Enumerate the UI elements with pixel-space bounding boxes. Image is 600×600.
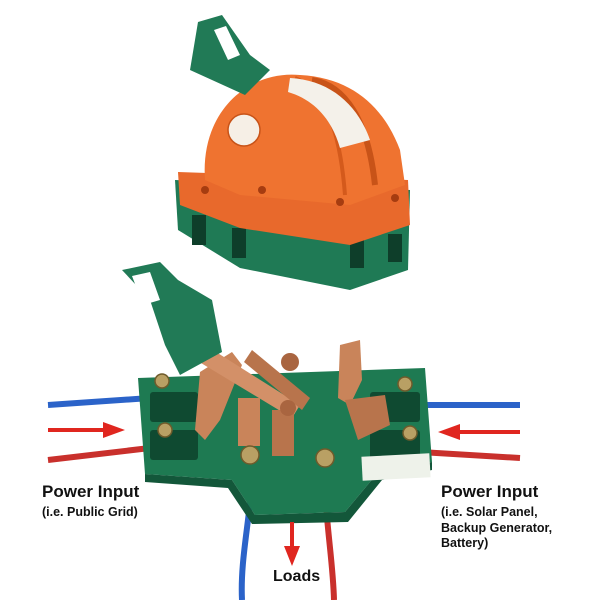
loads-label: Loads <box>273 568 321 585</box>
wire-red-left <box>47 445 151 463</box>
arrow-down-icon-head <box>284 546 300 566</box>
handle-slot <box>214 26 240 60</box>
open-switch <box>47 262 521 600</box>
switch-base-socket <box>232 228 246 258</box>
screw-hole <box>201 186 209 194</box>
switch-base-socket <box>192 215 206 245</box>
left-power-input-title: Power Input <box>42 482 140 501</box>
copper-contact <box>345 395 390 440</box>
cover-label-sticker <box>288 78 370 148</box>
terminal-cavity <box>150 392 198 422</box>
switch-base-socket <box>388 234 402 262</box>
assembled-switch <box>175 15 410 290</box>
pivot-pin <box>281 353 299 371</box>
terminal-cavity <box>150 430 198 460</box>
right-power-input-subtitle: (i.e. Solar Panel,Backup Generator,Batte… <box>441 505 553 551</box>
copper-post <box>238 398 260 446</box>
cover-emblem <box>227 113 261 147</box>
arrow-left-icon-head <box>438 424 460 440</box>
arrows <box>48 422 520 566</box>
screw-hole <box>258 186 266 194</box>
open-handle-slot <box>132 272 160 305</box>
copper-post <box>272 410 294 456</box>
terminal-screw <box>397 376 413 392</box>
terminal-screw <box>157 422 173 438</box>
base-label-sticker <box>361 453 431 481</box>
screw-hole <box>391 194 399 202</box>
pivot-pin <box>280 400 296 416</box>
arrow-right-icon-head <box>103 422 125 438</box>
right-power-input-title: Power Input <box>441 482 539 501</box>
wire-red-right <box>419 449 521 461</box>
screw-hole <box>336 198 344 206</box>
switch-base-socket <box>350 240 364 268</box>
terminal-screw <box>240 445 260 465</box>
copper-blade <box>244 350 310 410</box>
copper-contact <box>338 340 362 405</box>
terminal-screw <box>154 373 170 389</box>
copper-blade <box>196 345 300 418</box>
terminal-screw <box>315 448 335 468</box>
terminal-screw <box>402 425 418 441</box>
wire-blue-left <box>47 395 151 408</box>
left-power-input-subtitle: (i.e. Public Grid) <box>42 505 138 519</box>
